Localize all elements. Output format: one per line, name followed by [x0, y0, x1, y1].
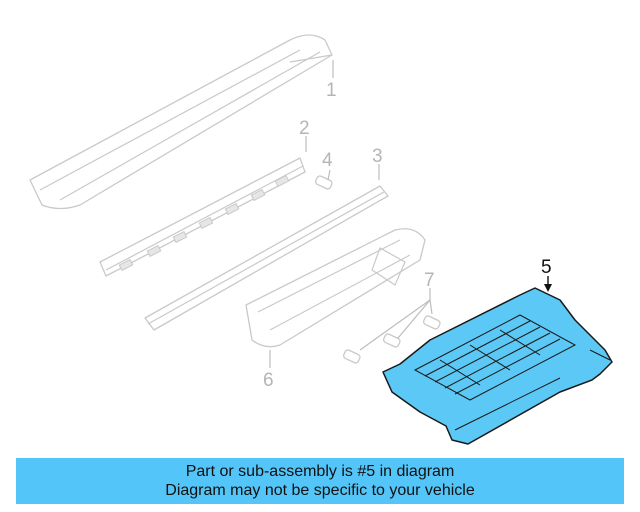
callout-3[interactable]: 3 [372, 146, 383, 167]
callout-5[interactable]: 5 [541, 257, 552, 278]
part-3-lens-strip [144, 185, 389, 331]
part-2-led-board [99, 157, 306, 277]
info-banner: Part or sub-assembly is #5 in diagram Di… [16, 458, 624, 504]
callout-7[interactable]: 7 [424, 270, 435, 291]
part-6-housing [245, 228, 426, 348]
callout-4[interactable]: 4 [322, 150, 333, 171]
parts-diagram: 1 2 3 4 5 6 7 [29, 34, 613, 445]
part-4-bulb [314, 175, 333, 190]
callout-6[interactable]: 6 [263, 370, 274, 391]
part-1-cover [29, 34, 333, 210]
callout-2[interactable]: 2 [299, 118, 310, 139]
banner-line-1: Part or sub-assembly is #5 in diagram [185, 463, 455, 480]
part-7-bulbs [342, 315, 441, 364]
leader-lines [269, 60, 552, 368]
part-5-assembly[interactable] [382, 287, 613, 445]
callout-1[interactable]: 1 [326, 80, 337, 101]
banner-line-2: Diagram may not be specific to your vehi… [165, 482, 475, 499]
